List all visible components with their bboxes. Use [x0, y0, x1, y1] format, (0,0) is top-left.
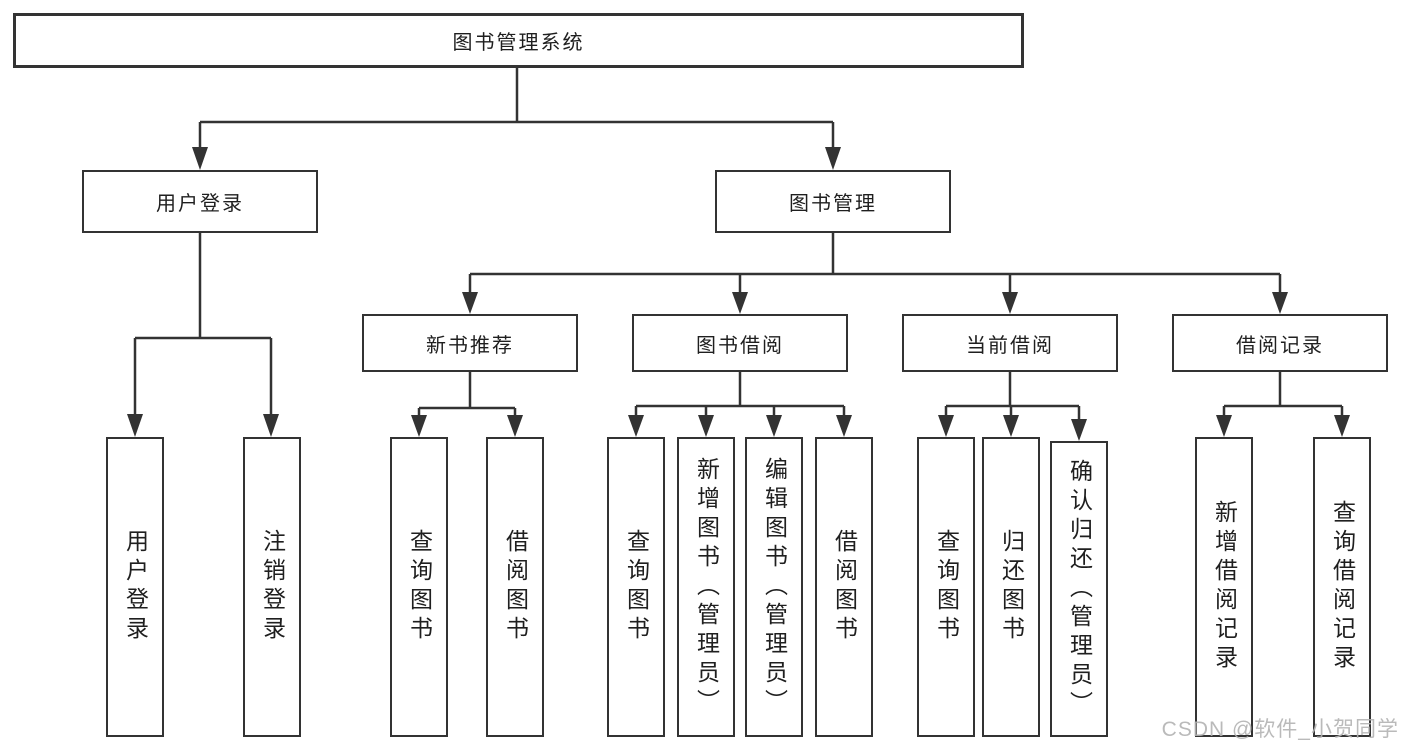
node-label: 查询图书	[623, 529, 650, 645]
leaf-borrow-books-2: 借阅图书	[815, 437, 873, 737]
leaf-add-borrow-record: 新增借阅记录	[1195, 437, 1253, 737]
node-label: 用户登录	[156, 193, 244, 215]
leaf-logout: 注销登录	[243, 437, 301, 737]
node-label: 图书管理系统	[452, 32, 585, 54]
node-label: 新增图书（管理员）	[693, 456, 720, 718]
node-borrow-records: 借阅记录	[1172, 314, 1388, 372]
node-label: 借阅记录	[1236, 334, 1324, 357]
node-label: 查询图书	[933, 529, 960, 645]
leaf-add-book-admin: 新增图书（管理员）	[677, 437, 735, 737]
leaf-edit-book-admin: 编辑图书（管理员）	[745, 437, 803, 737]
node-label: 新增借阅记录	[1211, 500, 1238, 674]
connector-root-to-level2	[192, 68, 841, 170]
connector-book-borrow-to-leaves	[628, 372, 852, 437]
leaf-query-borrow-record: 查询借阅记录	[1313, 437, 1371, 737]
node-label: 当前借阅	[966, 334, 1054, 357]
leaf-query-books-1: 查询图书	[390, 437, 448, 737]
connector-borrow-records-to-leaves	[1216, 372, 1350, 437]
node-label: 图书管理	[789, 193, 877, 215]
connector-book-mgmt-to-level3	[462, 233, 1288, 314]
node-current-borrow: 当前借阅	[902, 314, 1118, 372]
node-label: 查询借阅记录	[1329, 500, 1356, 674]
node-label: 归还图书	[998, 529, 1025, 645]
node-label: 新书推荐	[426, 334, 514, 357]
node-label: 图书借阅	[696, 334, 784, 357]
connector-new-book-rec-to-leaves	[411, 372, 523, 437]
node-new-book-recommend: 新书推荐	[362, 314, 578, 372]
leaf-confirm-return-admin: 确认归还（管理员）	[1050, 441, 1108, 737]
node-user-login: 用户登录	[82, 170, 318, 233]
leaf-user-login: 用户登录	[106, 437, 164, 737]
node-label: 注销登录	[259, 529, 286, 645]
node-label: 借阅图书	[502, 529, 529, 645]
node-label: 用户登录	[122, 529, 149, 645]
leaf-query-books-2: 查询图书	[607, 437, 665, 737]
leaf-query-books-3: 查询图书	[917, 437, 975, 737]
node-book-borrow: 图书借阅	[632, 314, 848, 372]
node-label: 编辑图书（管理员）	[761, 456, 788, 718]
node-label: 查询图书	[406, 529, 433, 645]
leaf-borrow-books-1: 借阅图书	[486, 437, 544, 737]
node-label: 确认归还（管理员）	[1066, 458, 1093, 720]
csdn-watermark: CSDN @软件_小贺同学	[1161, 718, 1399, 741]
connector-current-borrow-to-leaves	[938, 372, 1087, 441]
node-label: 借阅图书	[831, 529, 858, 645]
leaf-return-book: 归还图书	[982, 437, 1040, 737]
connector-user-login-to-leaves	[127, 233, 279, 437]
node-book-management: 图书管理	[715, 170, 951, 233]
node-root-system: 图书管理系统	[13, 13, 1024, 68]
